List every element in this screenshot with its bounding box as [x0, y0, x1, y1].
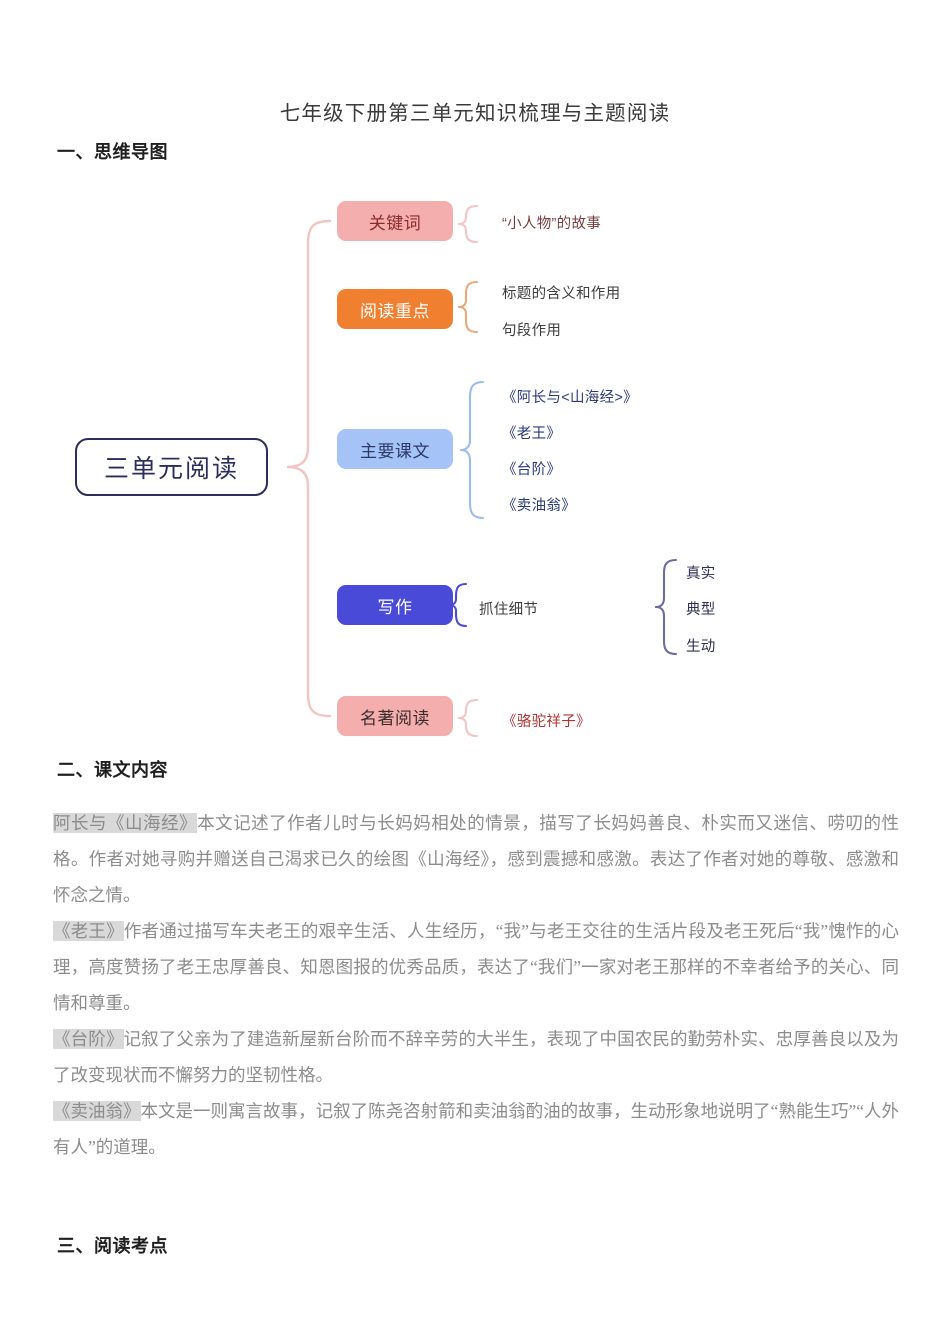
section-heading-lesson-content: 二、课文内容	[57, 760, 168, 780]
mindmap-leaf-keyword-1: “小人物”的故事	[502, 216, 602, 232]
mindmap-connectors	[286, 204, 678, 738]
mindmap-leaf-text-2: 《老王》	[502, 426, 562, 442]
lesson-body-4: 本文是一则寓言故事，记叙了陈尧咨射箭和卖油翁酌油的故事，生动形象地说明了“熟能生…	[53, 1100, 899, 1157]
lesson-body-3: 记叙了父亲为了建造新屋新台阶而不辞辛劳的大半生，表现了中国农民的勤劳朴实、忠厚善…	[53, 1028, 900, 1085]
mindmap-leaf-focus-1: 标题的含义和作用	[502, 286, 621, 302]
lesson-paragraph-3: 《台阶》记叙了父亲为了建造新屋新台阶而不辞辛劳的大半生，表现了中国农民的勤劳朴实…	[53, 1021, 899, 1093]
mindmap-leaf-detail-2: 典型	[686, 602, 716, 618]
mindmap-node-keyword[interactable]: 关键词	[337, 201, 453, 241]
mindmap-node-classic-reading[interactable]: 名著阅读	[337, 696, 453, 736]
section-heading-reading-points: 三、阅读考点	[57, 1236, 168, 1256]
mindmap-leaf-text-1: 《阿长与<山海经>》	[502, 390, 638, 406]
mindmap-node-writing[interactable]: 写作	[337, 585, 453, 625]
lesson-paragraph-2: 《老王》作者通过描写车夫老王的艰辛生活、人生经历，“我”与老王交往的生活片段及老…	[53, 913, 899, 1021]
lesson-paragraph-1: 阿长与《山海经》本文记述了作者儿时与长妈妈相处的情景，描写了长妈妈善良、朴实而又…	[53, 805, 899, 913]
mindmap-leaf-classic-1: 《骆驼祥子》	[502, 714, 591, 730]
lesson-body-2: 作者通过描写车夫老王的艰辛生活、人生经历，“我”与老王交往的生活片段及老王死后“…	[53, 920, 899, 1013]
mindmap-root-node[interactable]: 三单元阅读	[75, 438, 268, 496]
mindmap-leaf-writing-1: 抓住细节	[479, 602, 539, 618]
lesson-label-3: 《台阶》	[53, 1028, 124, 1049]
mindmap-leaf-detail-1: 真实	[686, 566, 716, 582]
mindmap-node-main-texts[interactable]: 主要课文	[337, 429, 453, 469]
page-title: 七年级下册第三单元知识梳理与主题阅读	[279, 103, 671, 125]
mindmap-leaf-detail-3: 生动	[686, 639, 716, 655]
lesson-label-1: 阿长与《山海经》	[53, 812, 198, 833]
lesson-body-1: 本文记述了作者儿时与长妈妈相处的情景，描写了长妈妈善良、朴实而又迷信、唠叨的性格…	[53, 812, 900, 905]
mindmap-leaf-text-4: 《卖油翁》	[502, 498, 576, 514]
mindmap-node-reading-focus[interactable]: 阅读重点	[337, 289, 453, 329]
lesson-label-4: 《卖油翁》	[53, 1100, 141, 1121]
lesson-paragraph-4: 《卖油翁》本文是一则寓言故事，记叙了陈尧咨射箭和卖油翁酌油的故事，生动形象地说明…	[53, 1093, 899, 1165]
section-heading-mindmap: 一、思维导图	[57, 142, 168, 162]
mindmap-figure: 三单元阅读 关键词 阅读重点 主要课文 写作 名著阅读 “小人物”的故事 标题的…	[0, 170, 950, 750]
mindmap-leaf-focus-2: 句段作用	[502, 323, 562, 339]
lesson-label-2: 《老王》	[53, 920, 124, 941]
mindmap-leaf-text-3: 《台阶》	[502, 462, 562, 478]
